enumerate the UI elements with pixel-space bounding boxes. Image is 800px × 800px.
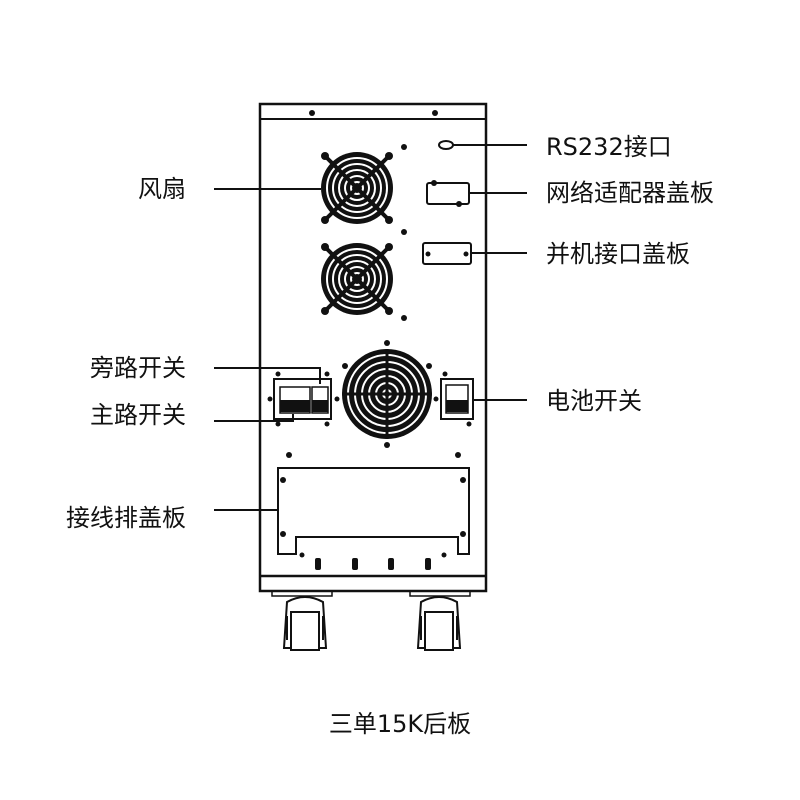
caster-left	[282, 596, 328, 651]
label-rs232-port: RS232接口	[546, 133, 672, 161]
label-battery-switch: 电池开关	[546, 387, 642, 415]
label-main-switch: 主路开关	[90, 401, 186, 429]
label-network-adapter-cover: 网络适配器盖板	[546, 179, 714, 207]
label-terminal-cover: 接线排盖板	[66, 504, 186, 532]
fan-top	[319, 150, 395, 226]
leader-lines	[214, 144, 527, 511]
label-parallel-port-cover: 并机接口盖板	[546, 240, 690, 268]
label-fan: 风扇	[138, 175, 186, 203]
diagram-caption: 三单15K后板	[328, 710, 472, 738]
fan-large	[342, 340, 432, 448]
terminal-cover-shape	[277, 467, 470, 570]
dual-breaker	[267, 371, 340, 427]
fan-middle	[319, 241, 395, 317]
battery-breaker	[433, 371, 474, 427]
label-bypass-switch: 旁路开关	[90, 354, 186, 382]
caster-right	[416, 596, 462, 651]
